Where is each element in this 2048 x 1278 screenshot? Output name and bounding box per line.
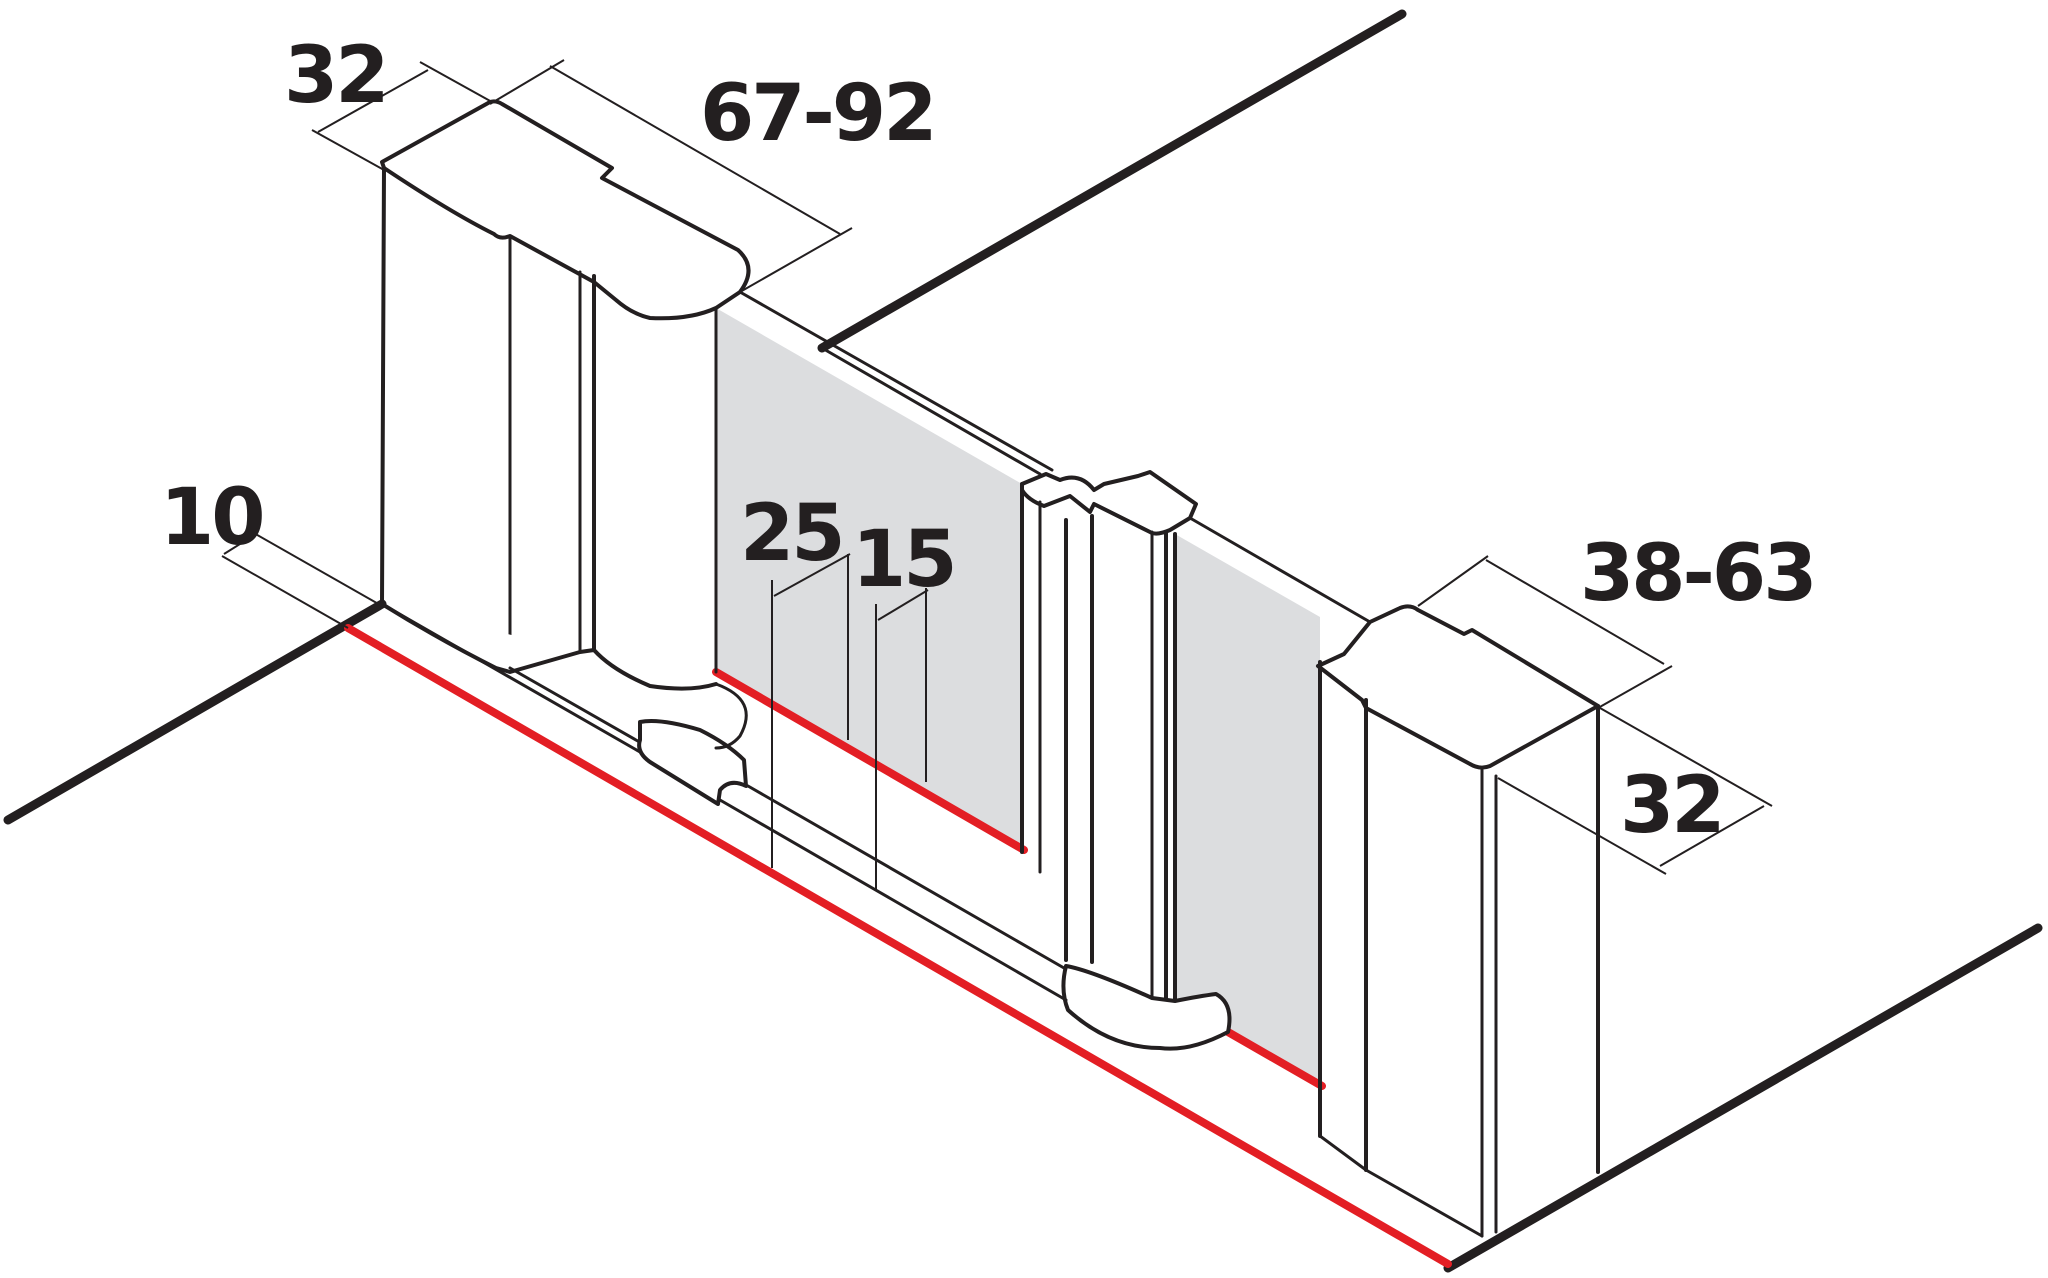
back-rail-far	[1188, 516, 1372, 624]
dim-gap-b-line	[877, 589, 929, 621]
dim-top-depth-line	[317, 69, 429, 133]
dim-right-depth-ext-2	[1599, 707, 1773, 807]
left-profile-base-2	[508, 666, 652, 750]
wall-back	[817, 9, 1407, 353]
dim-gap-a-line	[773, 553, 851, 597]
dim-top-depth-ext-2	[419, 61, 493, 103]
back-rail-top	[738, 290, 1054, 472]
connector-top	[1020, 470, 1198, 536]
bracket-lower-left-curve	[714, 682, 748, 750]
dim-top-range-ext-1	[489, 59, 565, 105]
panel-seal-left	[712, 668, 1028, 854]
middle-connector	[637, 470, 1232, 1051]
dim-gap-a-label: 25	[740, 489, 843, 579]
dim-right-depth-label: 32	[1620, 761, 1723, 851]
right-wall-profile	[1316, 604, 1600, 1238]
dim-right-depth-line	[1659, 805, 1765, 867]
dim-right-range-ext-2	[1597, 665, 1673, 709]
dim-gap-b-label: 15	[852, 515, 955, 605]
left-wall-profile	[380, 99, 1372, 754]
dim-right-range-line	[1485, 559, 1665, 665]
dim-wall-offset-tick	[223, 533, 257, 555]
floor-seal-line	[344, 624, 1452, 1268]
left-profile-base	[380, 602, 642, 754]
dim-top-depth-label: 32	[284, 31, 387, 121]
dim-top-range-label: 67-92	[700, 69, 934, 159]
dim-wall-offset-line-2	[251, 531, 383, 607]
left-profile-top	[380, 99, 751, 321]
back-rail-inner	[820, 346, 1042, 476]
connector-bottom-rail-2	[718, 798, 1068, 1002]
dim-top-range-line	[549, 65, 841, 235]
panel-seal-right	[1224, 1028, 1326, 1090]
bracket-lower-left	[637, 719, 748, 806]
dim-wall-offset-line-1	[221, 555, 349, 629]
dim-right-range-ext-1	[1417, 555, 1489, 607]
dim-top-depth-ext-1	[311, 129, 385, 171]
left-profile-front-edge	[380, 166, 386, 606]
glass-panel-right	[1175, 534, 1320, 1085]
right-profile-top	[1316, 604, 1600, 770]
dim-right-depth-ext-1	[1497, 777, 1667, 875]
dimension-labels: 32 67-92 10 25 15 38-63 32	[160, 31, 1817, 851]
seal-lines	[344, 624, 1452, 1268]
dim-right-range-label: 38-63	[1580, 529, 1814, 619]
dim-top-range-ext-2	[739, 227, 853, 293]
connector-bottom-rail	[746, 784, 1066, 970]
dim-wall-offset-label: 10	[160, 473, 263, 563]
wall-left	[3, 599, 387, 825]
walls	[3, 9, 2043, 1273]
bracket-lower-right	[1061, 964, 1232, 1051]
dimension-lines	[221, 59, 1773, 890]
right-profile-bottom	[1318, 1134, 1484, 1238]
wall-right	[1443, 923, 2043, 1273]
